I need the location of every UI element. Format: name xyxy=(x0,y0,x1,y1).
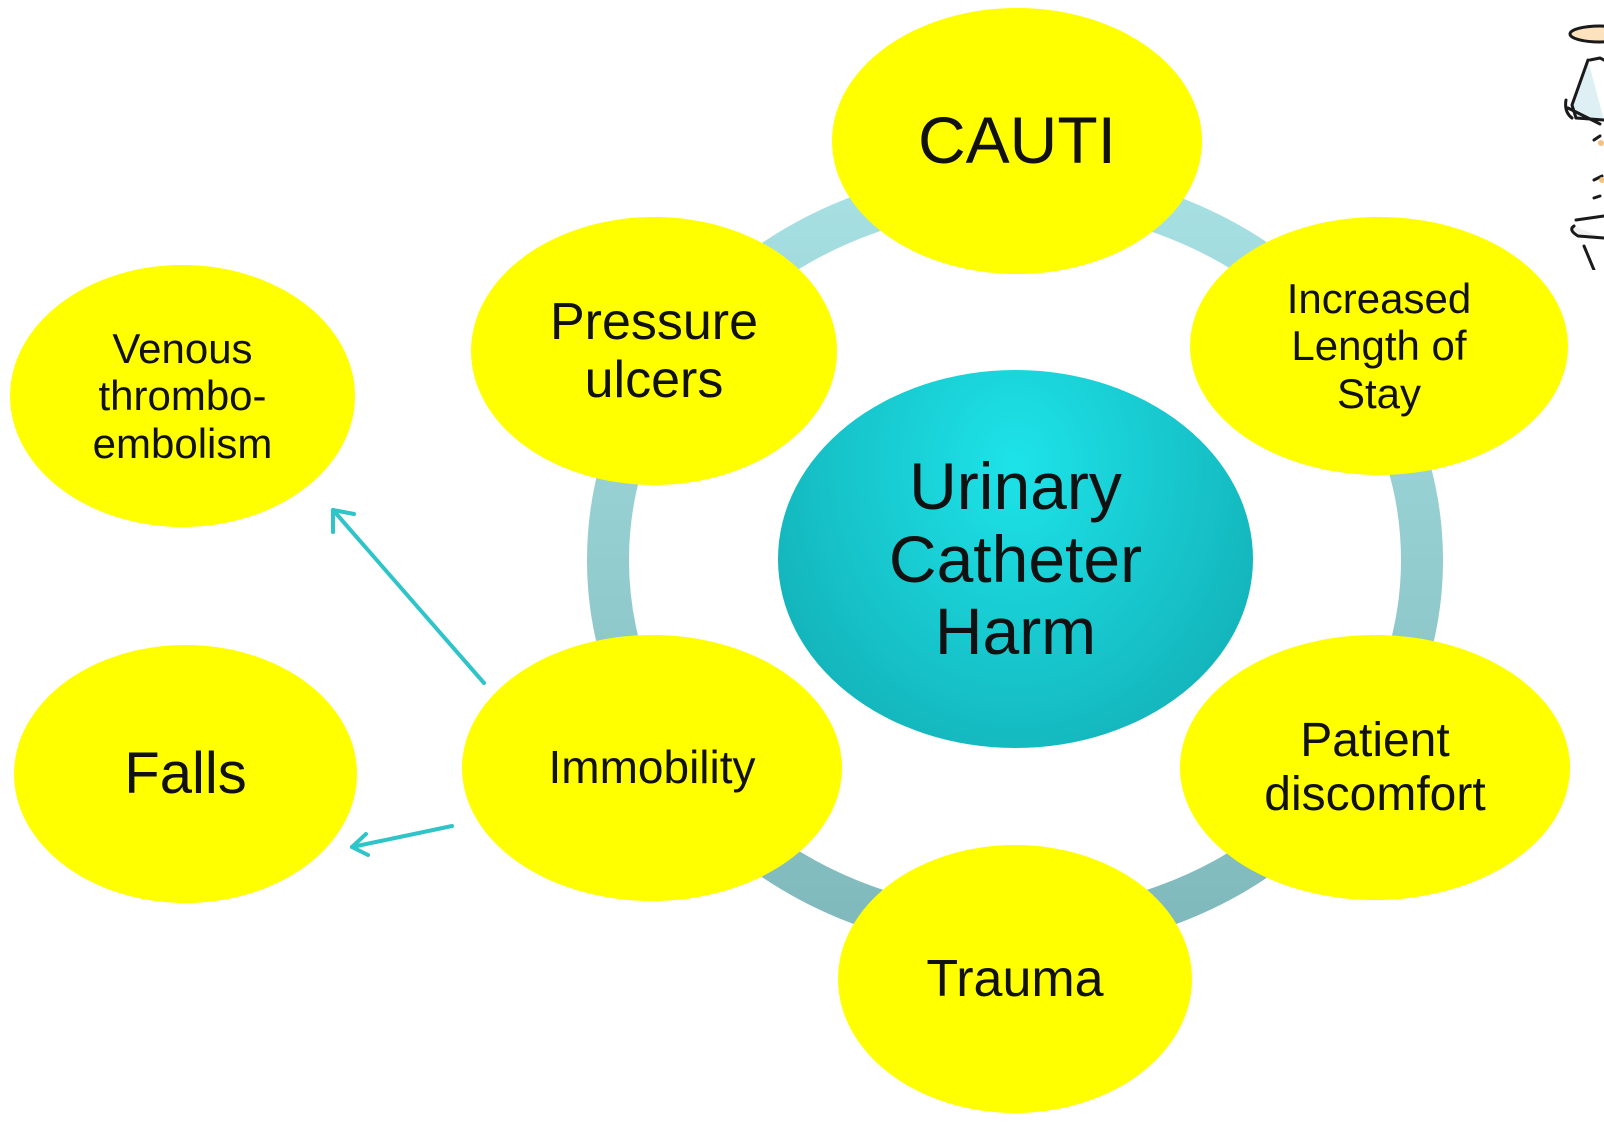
arrow-immobility-to-venous-thromboembolism xyxy=(333,510,484,683)
arrow-immobility-to-falls xyxy=(352,826,452,855)
clipboard-figure-icon xyxy=(1564,0,1604,270)
